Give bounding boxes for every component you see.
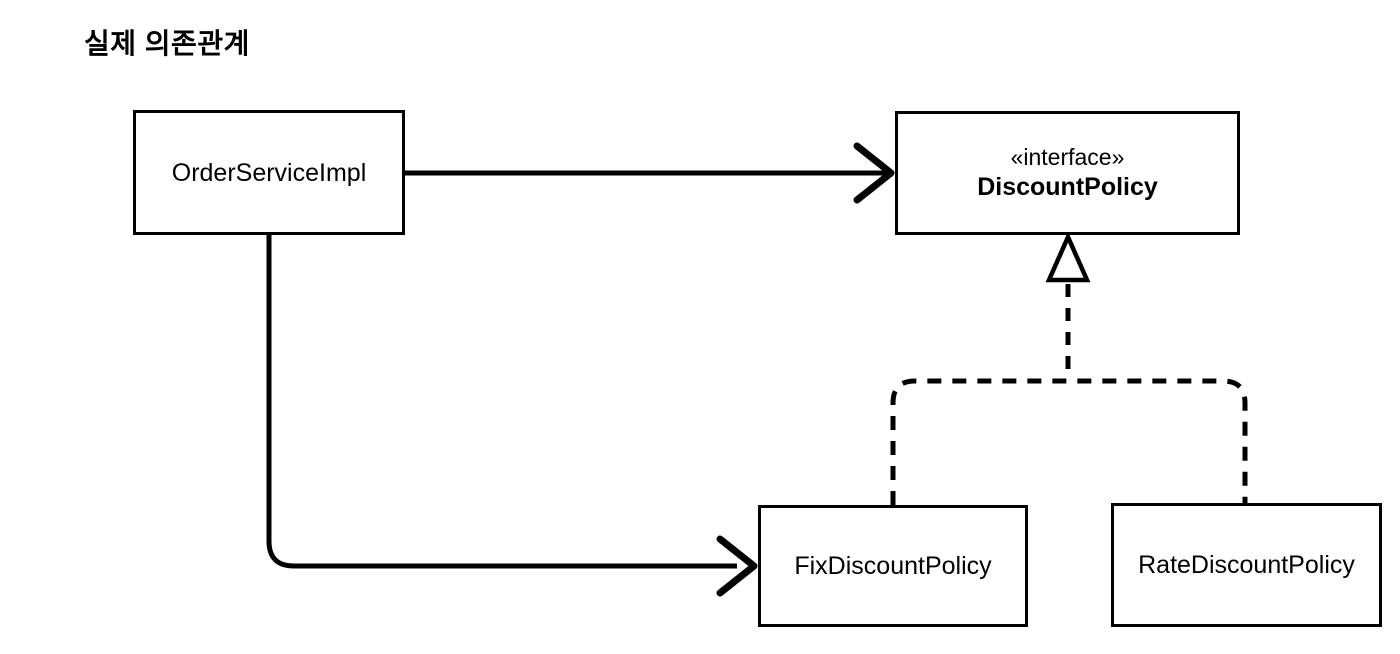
open-arrowhead-icon (716, 535, 758, 597)
node-label: OrderServiceImpl (171, 158, 367, 187)
node-order-service-impl: OrderServiceImpl (133, 110, 405, 235)
node-rate-discount-policy: RateDiscountPolicy (1111, 503, 1382, 627)
node-label: RateDiscountPolicy (1138, 551, 1355, 579)
diagram-title: 실제 의존관계 (84, 28, 250, 59)
node-discount-policy-interface: «interface» DiscountPolicy (895, 111, 1240, 235)
interface-stereotype-label: «interface» (1010, 144, 1125, 170)
dependency-line-order-to-fixdiscountpolicy (266, 235, 737, 569)
hollow-triangle-arrowhead-icon (1045, 231, 1091, 283)
node-fix-discount-policy: FixDiscountPolicy (758, 505, 1028, 627)
realization-dashed-bracket (890, 378, 1248, 505)
node-label: FixDiscountPolicy (794, 552, 992, 580)
node-label: DiscountPolicy (977, 173, 1158, 201)
open-arrowhead-icon (853, 142, 895, 204)
